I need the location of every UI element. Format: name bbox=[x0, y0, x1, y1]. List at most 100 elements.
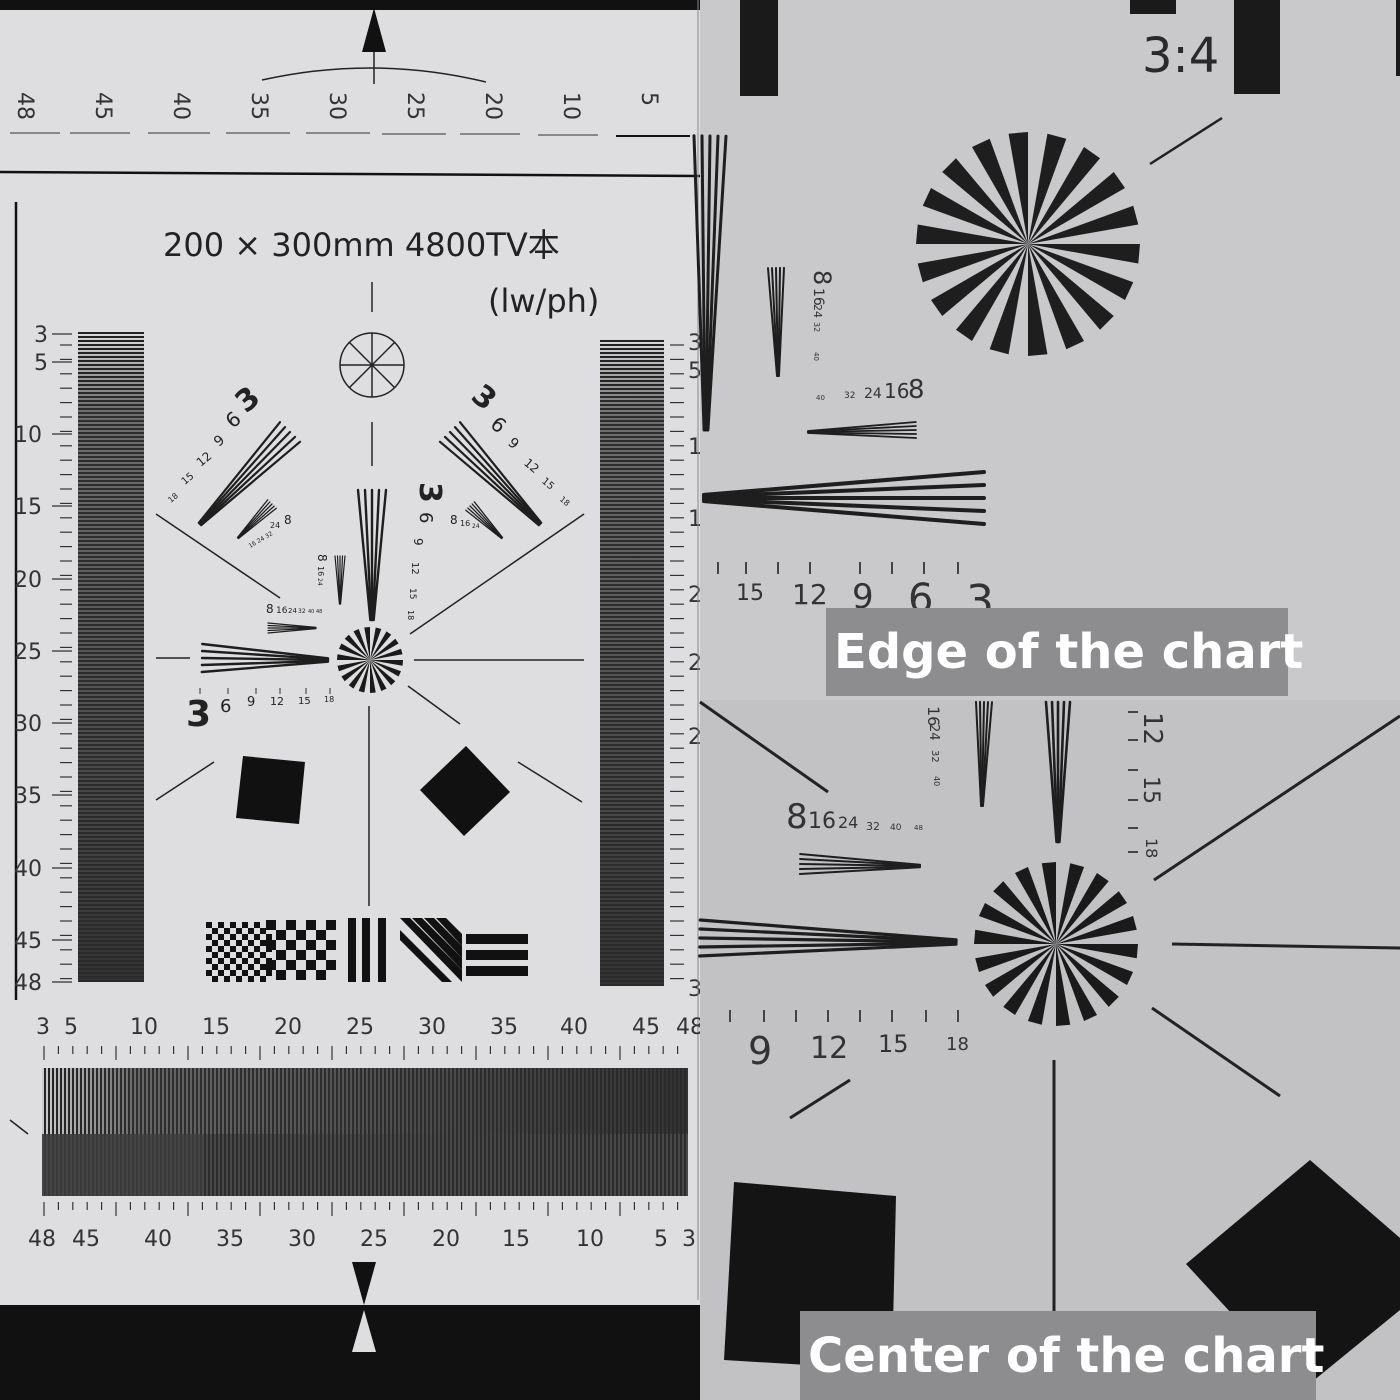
svg-text:9: 9 bbox=[411, 538, 425, 546]
bottom-upper-label: 40 bbox=[560, 1015, 588, 1040]
svg-text:40: 40 bbox=[308, 609, 314, 615]
right-scale-label: 1 bbox=[688, 507, 702, 532]
svg-text:16: 16 bbox=[810, 288, 826, 306]
svg-text:8: 8 bbox=[808, 270, 836, 285]
top-scale-label: 48 bbox=[12, 92, 37, 120]
top-scale-label: 5 bbox=[636, 92, 661, 106]
svg-text:15: 15 bbox=[407, 588, 417, 599]
edge-wedges bbox=[692, 134, 986, 526]
bottom-upper-label: 15 bbox=[202, 1015, 230, 1040]
svg-text:12: 12 bbox=[409, 562, 420, 575]
siemens-star-center bbox=[337, 627, 403, 693]
edge-crop-panel: 3:4 8 16 24 32 40 40 32 24 16 8 15 12 9 … bbox=[692, 0, 1400, 700]
svg-text:24: 24 bbox=[316, 578, 323, 586]
left-scale-label: 30 bbox=[14, 712, 42, 737]
svg-text:15: 15 bbox=[298, 696, 311, 707]
wedge-center-horizontal bbox=[200, 622, 330, 674]
left-scale-label: 3 bbox=[34, 323, 48, 348]
bottom-lower-label: 35 bbox=[216, 1227, 244, 1252]
right-scale-label: 1 bbox=[688, 435, 702, 460]
svg-text:24: 24 bbox=[926, 724, 941, 741]
svg-text:16: 16 bbox=[884, 379, 909, 403]
svg-text:48: 48 bbox=[316, 609, 322, 615]
svg-text:6: 6 bbox=[415, 512, 436, 523]
svg-text:9: 9 bbox=[852, 577, 874, 617]
top-scale-label: 30 bbox=[324, 92, 349, 120]
bottom-lower-label: 48 bbox=[28, 1227, 56, 1252]
wedge-upper-right bbox=[438, 421, 543, 540]
svg-text:24: 24 bbox=[270, 521, 280, 530]
top-scale-label: 10 bbox=[558, 92, 583, 120]
center-wedges bbox=[698, 700, 1072, 958]
svg-text:16: 16 bbox=[276, 606, 288, 616]
chart-title: 200 × 300mm 4800TV本 bbox=[163, 226, 560, 264]
svg-text:15: 15 bbox=[878, 1030, 909, 1058]
left-scale-label: 40 bbox=[14, 857, 42, 882]
left-scale-label: 48 bbox=[14, 971, 42, 996]
svg-text:12: 12 bbox=[270, 695, 284, 708]
svg-text:3: 3 bbox=[186, 694, 211, 735]
svg-text:8: 8 bbox=[284, 513, 292, 527]
left-scale-label: 10 bbox=[14, 423, 42, 448]
left-scale-label: 5 bbox=[34, 351, 48, 376]
svg-text:12: 12 bbox=[1137, 712, 1167, 745]
svg-text:9: 9 bbox=[247, 695, 255, 710]
bottom-lower-label: 25 bbox=[360, 1227, 388, 1252]
svg-text:18: 18 bbox=[406, 610, 415, 620]
square-diamond-crop bbox=[1186, 1160, 1400, 1390]
svg-text:8: 8 bbox=[266, 602, 274, 616]
top-scale-label: 40 bbox=[168, 92, 193, 120]
svg-text:40: 40 bbox=[812, 352, 820, 361]
siemens-star-center-crop bbox=[974, 862, 1138, 1026]
svg-text:18: 18 bbox=[324, 695, 334, 704]
bottom-upper-label: 3 bbox=[36, 1015, 50, 1040]
top-circle-target bbox=[339, 332, 405, 398]
svg-text:32: 32 bbox=[844, 391, 855, 401]
top-scale-label: 20 bbox=[480, 92, 505, 120]
ratio-label: 3:4 bbox=[1142, 28, 1219, 84]
svg-text:24: 24 bbox=[864, 386, 882, 402]
bottom-upper-label: 25 bbox=[346, 1015, 374, 1040]
svg-text:12: 12 bbox=[810, 1031, 848, 1066]
svg-text:16: 16 bbox=[808, 809, 836, 834]
right-scale-label: 5 bbox=[688, 359, 702, 384]
svg-text:8: 8 bbox=[908, 375, 925, 405]
left-scale-label: 35 bbox=[14, 784, 42, 809]
svg-text:40: 40 bbox=[932, 776, 941, 786]
bottom-upper-label: 20 bbox=[274, 1015, 302, 1040]
bottom-upper-label: 10 bbox=[130, 1015, 158, 1040]
svg-text:32: 32 bbox=[866, 820, 880, 833]
bottom-upper-label: 45 bbox=[632, 1015, 660, 1040]
svg-text:3: 3 bbox=[412, 482, 447, 503]
top-scale-label: 35 bbox=[246, 92, 271, 120]
bottom-lower-label: 30 bbox=[288, 1227, 316, 1252]
svg-text:18: 18 bbox=[946, 1034, 969, 1055]
right-scale-label: 2 bbox=[688, 725, 702, 750]
svg-text:24: 24 bbox=[288, 607, 297, 615]
svg-text:40: 40 bbox=[890, 823, 902, 833]
bottom-lower-label: 15 bbox=[502, 1227, 530, 1252]
svg-text:18: 18 bbox=[1142, 838, 1161, 858]
svg-text:24: 24 bbox=[472, 523, 480, 530]
checker-patterns bbox=[206, 918, 528, 982]
bottom-lower-label: 20 bbox=[432, 1227, 460, 1252]
wedge-upper-left bbox=[197, 421, 302, 540]
svg-text:15: 15 bbox=[736, 581, 764, 606]
bottom-arrow-icon bbox=[352, 1262, 376, 1305]
wedge-center-vertical bbox=[334, 488, 388, 622]
top-scale-label: 45 bbox=[90, 92, 115, 120]
svg-text:32: 32 bbox=[298, 608, 306, 615]
bottom-upper-label: 48 bbox=[676, 1015, 704, 1040]
right-scale-label: 2 bbox=[688, 651, 702, 676]
bottom-lower-label: 5 bbox=[654, 1227, 668, 1252]
bottom-lower-label: 3 bbox=[682, 1227, 696, 1252]
left-scale-label: 15 bbox=[14, 495, 42, 520]
edge-label: Edge of the chart bbox=[826, 608, 1303, 696]
svg-text:12: 12 bbox=[792, 578, 828, 611]
square-diamond bbox=[420, 746, 510, 836]
